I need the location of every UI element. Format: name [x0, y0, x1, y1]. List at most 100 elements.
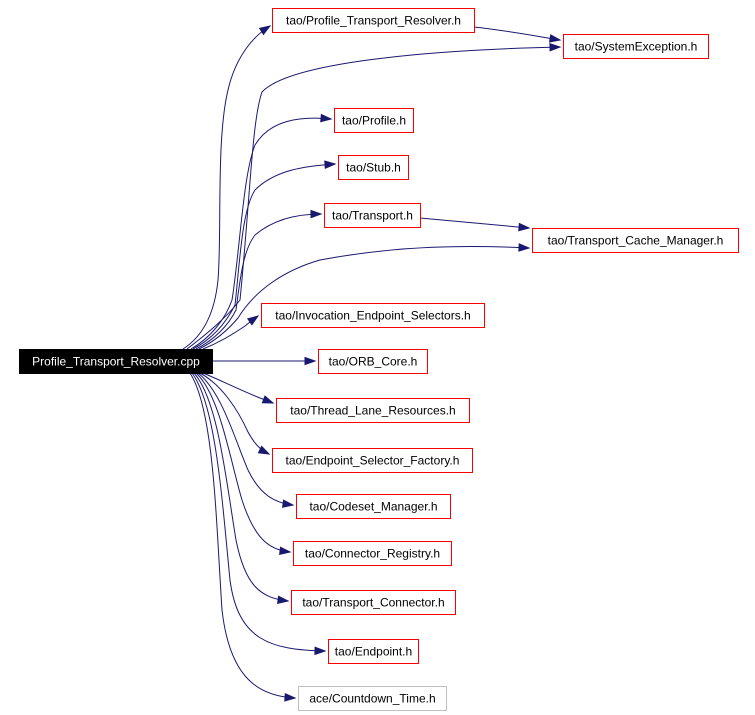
- node-label: tao/Connector_Registry.h: [305, 547, 440, 561]
- edge-arrowhead: [549, 42, 562, 52]
- graph-edges: [182, 25, 562, 702]
- edge-arrowhead: [304, 356, 317, 366]
- edge-root-to-transport: [195, 209, 323, 350]
- edge-root-to-ptr_h: [182, 25, 272, 350]
- edge-root-to-profile: [190, 113, 333, 350]
- edge-arrowhead: [277, 595, 290, 605]
- edge-root-to-ies: [202, 315, 260, 350]
- edge-line: [182, 25, 271, 350]
- edge-line: [189, 372, 296, 699]
- edge-arrowhead: [314, 646, 327, 656]
- node-box: [318, 349, 428, 374]
- node-label: Profile_Transport_Resolver.cpp: [32, 355, 200, 369]
- edge-arrowhead: [257, 445, 271, 455]
- edge-arrowhead: [324, 160, 337, 170]
- edge-transport-to-tcm: [419, 217, 531, 232]
- node-label: tao/Profile_Transport_Resolver.h: [286, 14, 461, 28]
- node-tcm[interactable]: tao/Transport_Cache_Manager.h: [532, 228, 739, 253]
- edge-root-to-endpoint: [191, 372, 327, 656]
- node-box: [532, 228, 739, 253]
- edge-arrowhead: [258, 25, 272, 36]
- edge-line: [473, 26, 561, 41]
- graph-nodes: Profile_Transport_Resolver.cpp tao/Profil…: [19, 8, 739, 711]
- edge-arrowhead: [518, 243, 531, 252]
- node-label: tao/SystemException.h: [575, 40, 698, 54]
- edge-arrowhead: [261, 395, 275, 404]
- node-label: tao/Profile.h: [342, 114, 406, 128]
- root-node[interactable]: Profile_Transport_Resolver.cpp: [19, 349, 213, 374]
- node-box: [272, 448, 473, 473]
- edge-arrowhead: [284, 692, 297, 702]
- node-box: [296, 494, 451, 519]
- edge-arrowhead: [279, 546, 292, 556]
- node-box: [291, 590, 456, 615]
- edge-line: [202, 372, 274, 404]
- edge-line: [419, 217, 530, 229]
- node-sysexc[interactable]: tao/SystemException.h: [563, 34, 709, 59]
- edge-root-to-csm: [197, 372, 295, 508]
- node-ies[interactable]: tao/Invocation_Endpoint_Selectors.h: [261, 303, 485, 328]
- node-box: [328, 639, 419, 664]
- node-box: [19, 349, 213, 374]
- node-box: [272, 8, 475, 33]
- edge-root-to-tcm: [198, 243, 531, 350]
- edge-root-to-stub: [192, 160, 337, 350]
- node-csm[interactable]: tao/Codeset_Manager.h: [296, 494, 451, 519]
- edge-root-to-esf: [199, 372, 271, 455]
- node-box: [563, 34, 709, 59]
- edge-arrowhead: [518, 222, 531, 232]
- node-label: tao/Codeset_Manager.h: [309, 500, 437, 514]
- edge-line: [195, 372, 291, 553]
- edge-root-to-countdown: [189, 372, 297, 702]
- edge-arrowhead: [282, 499, 295, 508]
- node-box: [334, 108, 414, 133]
- node-countdown[interactable]: ace/Countdown_Time.h: [298, 686, 447, 711]
- node-box: [293, 541, 452, 566]
- node-box: [338, 155, 409, 180]
- edge-root-to-tlr: [202, 372, 275, 404]
- node-stub[interactable]: tao/Stub.h: [338, 155, 409, 180]
- edge-root-to-orbcore: [212, 356, 317, 366]
- edge-line: [186, 46, 561, 350]
- node-profile[interactable]: tao/Profile.h: [334, 108, 414, 133]
- node-label: tao/Thread_Lane_Resources.h: [290, 404, 455, 418]
- node-tconn[interactable]: tao/Transport_Connector.h: [291, 590, 456, 615]
- node-label: tao/Stub.h: [346, 161, 401, 175]
- node-transport[interactable]: tao/Transport.h: [324, 203, 421, 228]
- edge-line: [195, 213, 322, 350]
- edge-line: [199, 372, 270, 455]
- edge-line: [192, 163, 336, 350]
- edge-root-to-tconn: [193, 372, 290, 605]
- node-label: ace/Countdown_Time.h: [309, 692, 435, 706]
- node-label: tao/Transport.h: [332, 209, 413, 223]
- edge-arrowhead: [548, 34, 562, 43]
- node-box: [276, 398, 470, 423]
- edge-line: [198, 245, 530, 350]
- edge-ptr_h-to-sysexc: [473, 26, 562, 43]
- edge-line: [193, 372, 289, 602]
- node-creg[interactable]: tao/Connector_Registry.h: [293, 541, 452, 566]
- edge-root-to-sysexc: [186, 42, 562, 350]
- node-tlr[interactable]: tao/Thread_Lane_Resources.h: [276, 398, 470, 423]
- node-label: tao/ORB_Core.h: [329, 355, 418, 369]
- node-label: tao/Endpoint.h: [335, 645, 412, 659]
- node-box: [324, 203, 421, 228]
- edge-arrowhead: [310, 209, 323, 219]
- node-label: tao/Transport_Cache_Manager.h: [548, 234, 724, 248]
- node-ptr_h[interactable]: tao/Profile_Transport_Resolver.h: [272, 8, 475, 33]
- node-label: tao/Invocation_Endpoint_Selectors.h: [275, 309, 470, 323]
- edge-line: [191, 372, 326, 652]
- edge-root-to-creg: [195, 372, 292, 556]
- node-label: tao/Endpoint_Selector_Factory.h: [286, 454, 460, 468]
- node-box: [298, 686, 447, 711]
- node-endpoint[interactable]: tao/Endpoint.h: [328, 639, 419, 664]
- node-esf[interactable]: tao/Endpoint_Selector_Factory.h: [272, 448, 473, 473]
- edge-line: [190, 117, 332, 350]
- node-orbcore[interactable]: tao/ORB_Core.h: [318, 349, 428, 374]
- edge-arrowhead: [320, 113, 333, 123]
- edge-arrowhead: [246, 315, 260, 326]
- node-box: [261, 303, 485, 328]
- edge-line: [197, 372, 294, 506]
- node-label: tao/Transport_Connector.h: [302, 596, 444, 610]
